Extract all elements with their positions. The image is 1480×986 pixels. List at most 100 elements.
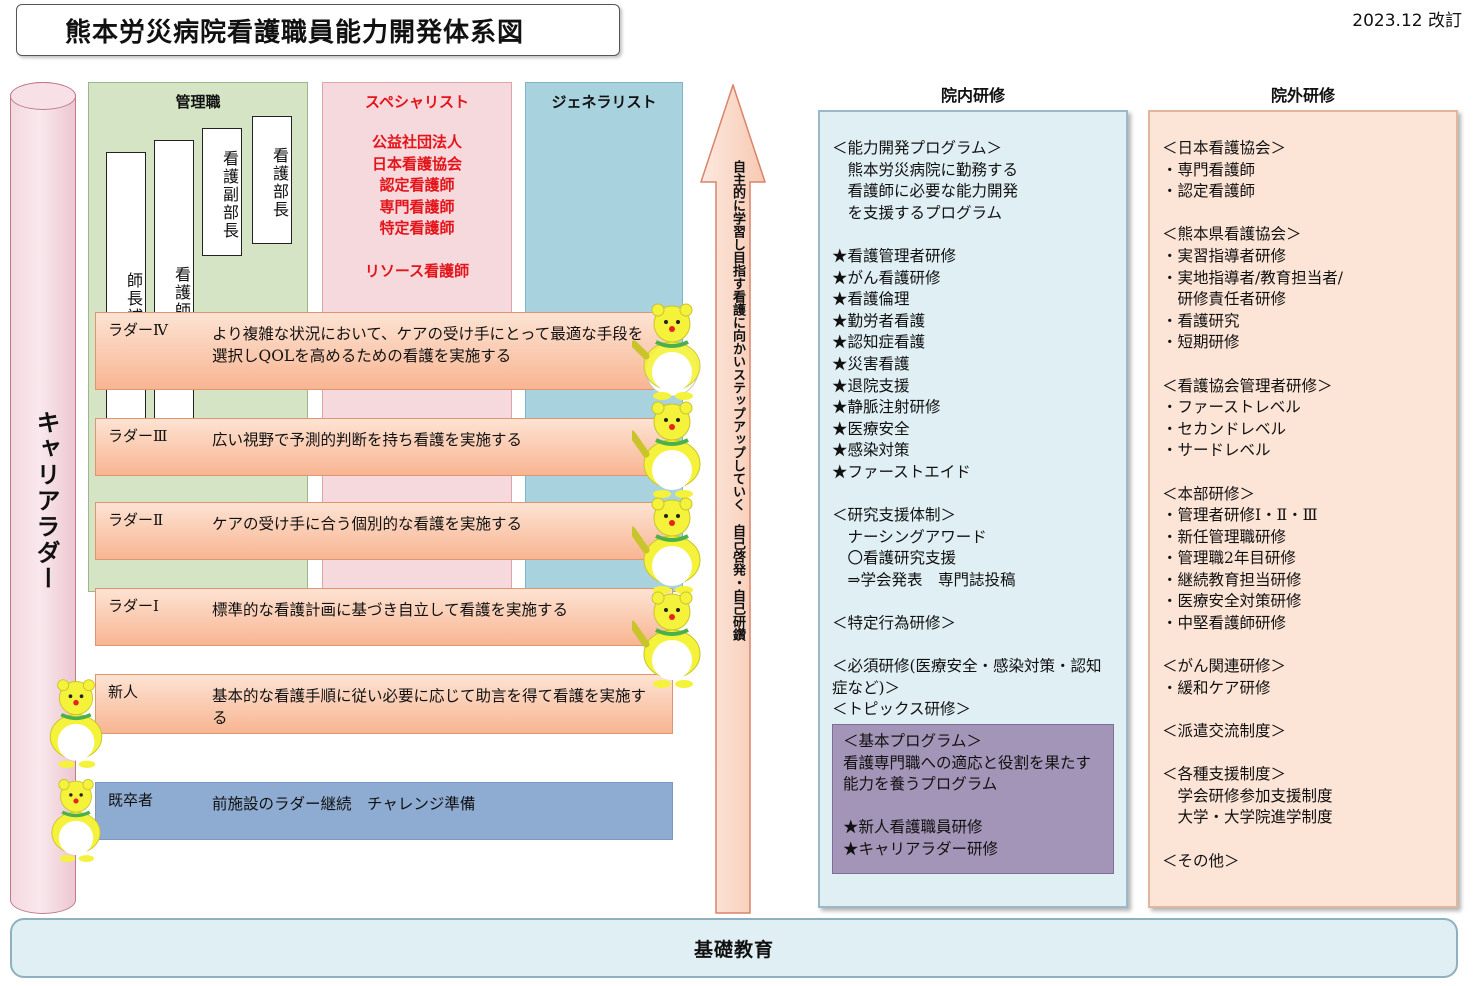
foundation-education: 基礎教育 <box>10 918 1458 978</box>
list-line: 看護専門職への適応と役割を果たす <box>843 753 1092 772</box>
list-line: ★認知症看護 <box>832 333 926 352</box>
list-line: 能力を養うプログラム <box>843 775 998 794</box>
list-line <box>1162 699 1343 721</box>
list-line: 〇看護研究支援 <box>832 549 957 568</box>
list-line <box>832 635 1102 657</box>
list-line: ＜能力開発プログラム＞ <box>832 139 1003 157</box>
list-line: ＜その他＞ <box>1162 851 1240 870</box>
list-line: ・中堅看護師研修 <box>1162 614 1287 633</box>
position-deputy-director: 看護副部長 <box>202 128 242 256</box>
ladder-name: ラダーⅣ <box>108 321 168 339</box>
list-line: ＜派遣交流制度＞ <box>1162 722 1287 741</box>
list-line: を支援するプログラム <box>832 203 1003 222</box>
management-label: 管理職 <box>175 93 221 111</box>
ladder-rung-1: ラダーⅠ 標準的な看護計画に基づき自立して看護を実施する <box>95 588 673 646</box>
specialist-spacer <box>322 240 512 262</box>
list-line: ＜本部研修＞ <box>1162 484 1256 503</box>
list-line: ・看護研究 <box>1162 311 1240 330</box>
ladder-name: 新人 <box>108 683 139 701</box>
list-line: ＜がん関連研修＞ <box>1162 657 1287 676</box>
list-line: 看護師に必要な能力開発 <box>832 182 1019 201</box>
foundation-label: 基礎教育 <box>693 938 774 961</box>
revision-date: 2023.12 改訂 <box>1352 11 1462 31</box>
position-head-nurse: 看護師長 <box>154 140 194 458</box>
ladder-rung-4: ラダーⅣ より複雑な状況において、ケアの受け手にとって最適な手段を選択しQOLを… <box>95 312 673 390</box>
list-line: 大学・大学院進学制度 <box>1162 808 1333 827</box>
specialist-item: 特定看護師 <box>379 219 455 237</box>
specialist-item: 専門看護師 <box>379 197 455 216</box>
bear-mascot-icon <box>51 779 101 862</box>
list-line: ★勤労者看護 <box>832 311 926 330</box>
ladder-rung-new: 新人 基本的な看護手順に従い必要に応じて助言を得て看護を実施する <box>95 674 673 734</box>
list-line: ・サードレベル <box>1162 441 1271 460</box>
ladder-name: ラダーⅡ <box>108 511 164 529</box>
external-title: 院外研修 <box>1270 86 1335 105</box>
list-line: 学会研修参加支援制度 <box>1162 786 1333 805</box>
list-line: ・実習指導者研修 <box>1162 246 1287 265</box>
page-title: 熊本労災病院看護職員能力開発体系図 <box>16 4 620 56</box>
list-line: ★看護管理者研修 <box>832 246 957 265</box>
list-line <box>832 484 1102 506</box>
list-line: ・ファーストレベル <box>1162 398 1301 417</box>
list-line: ＜各種支援制度＞ <box>1162 765 1287 784</box>
list-line: ＜トピックス研修＞ <box>832 700 972 719</box>
ladder-desc: 基本的な看護手順に従い必要に応じて助言を得て看護を実施する <box>212 687 647 727</box>
list-line: ・継続教育担当研修 <box>1162 570 1302 589</box>
list-line <box>1162 203 1343 225</box>
ladder-name: ラダーⅢ <box>108 427 168 445</box>
bear-mascot-icon <box>632 497 701 594</box>
list-line: ・管理者研修Ⅰ・Ⅱ・Ⅲ <box>1162 506 1318 525</box>
list-line: 症など)＞ <box>832 678 901 697</box>
list-line: ・専門看護師 <box>1162 160 1256 179</box>
arrow-text: 自主的に学習し目指す看護に向かいステップアップしていく 自己啓発・自己研鑽 <box>730 160 745 641</box>
list-line: ＜熊本県看護協会＞ <box>1162 225 1302 244</box>
list-line: ＜研究支援体制＞ <box>832 506 957 525</box>
list-line: ・管理職2年目研修 <box>1162 549 1296 568</box>
basic-program-box: ＜基本プログラム＞ 看護専門職への適応と役割を果たす能力を養うプログラム ★新人看護… <box>832 724 1114 874</box>
external-panel: ＜日本看護協会＞ ・専門看護師・認定看護師 ＜熊本県看護協会＞ ・実習指導者研修・実地… <box>1148 110 1458 908</box>
career-ladder-label: キャリアラダー <box>32 410 61 592</box>
list-line: ＜看護協会管理者研修＞ <box>1162 376 1333 395</box>
list-line: ★退院支援 <box>832 376 910 395</box>
position-nursing-director: 看護部長 <box>252 116 292 244</box>
list-line: 研修責任者研修 <box>1162 290 1287 309</box>
ladder-desc: ケアの受け手に合う個別的な看護を実施する <box>212 515 523 533</box>
list-line: ・短期研修 <box>1162 333 1240 352</box>
specialist-label: スペシャリスト <box>365 93 469 111</box>
list-line <box>1162 354 1343 376</box>
ladder-rung-2: ラダーⅡ ケアの受け手に合う個別的な看護を実施する <box>95 502 673 560</box>
list-line: ★看護倫理 <box>832 290 910 309</box>
ladder-name: ラダーⅠ <box>108 597 159 615</box>
list-line: ★感染対策 <box>832 441 910 460</box>
list-line: ★がん看護研修 <box>832 268 941 287</box>
list-line: ★ファーストエイド <box>832 462 971 481</box>
list-line: ・緩和ケア研修 <box>1162 678 1271 697</box>
list-line: ＜日本看護協会＞ <box>1162 139 1287 157</box>
bear-mascot-icon <box>632 401 701 498</box>
position-assistant-head-nurse: 師長補佐 <box>106 152 146 458</box>
list-line: ★静脈注射研修 <box>832 398 941 417</box>
list-line <box>843 796 1091 818</box>
external-list: ＜日本看護協会＞ ・専門看護師・認定看護師 ＜熊本県看護協会＞ ・実習指導者研修・実地… <box>1162 138 1343 872</box>
list-line: ＜基本プログラム＞ <box>843 732 983 750</box>
ladder-rung-3: ラダーⅢ 広い視野で予測的判断を持ち看護を実施する <box>95 418 673 476</box>
list-line: ★新人看護職員研修 <box>843 818 983 837</box>
ladder-rung-experienced: 既卒者 前施設のラダー継続 チャレンジ準備 <box>95 782 673 840</box>
in-hospital-list: ＜能力開発プログラム＞ 熊本労災病院に勤務する 看護師に必要な能力開発 を支援す… <box>832 138 1102 721</box>
ladder-name: 既卒者 <box>108 791 154 809</box>
ladder-desc: 標準的な看護計画に基づき自立して看護を実施する <box>212 601 569 619</box>
specialist-item: 認定看護師 <box>379 176 455 194</box>
list-line <box>832 224 1102 246</box>
list-line: ＜必須研修(医療安全・感染対策・認知 <box>832 657 1102 676</box>
list-line <box>1162 635 1343 657</box>
list-line: ・セカンドレベル <box>1162 419 1287 438</box>
specialist-item: 公益社団法人 <box>371 133 462 151</box>
list-line: ・認定看護師 <box>1162 182 1256 201</box>
bear-mascot-icon <box>632 591 701 688</box>
ladder-desc: 前施設のラダー継続 チャレンジ準備 <box>212 795 476 813</box>
list-line: ・実地指導者/教育担当者/ <box>1162 268 1343 287</box>
ladder-desc: 広い視野で予測的判断を持ち看護を実施する <box>212 431 523 449</box>
list-line <box>1162 829 1343 851</box>
bear-mascot-icon <box>632 303 701 400</box>
ladder-desc: より複雑な状況において、ケアの受け手にとって最適な手段を選択しQOLを高めるため… <box>212 325 644 365</box>
